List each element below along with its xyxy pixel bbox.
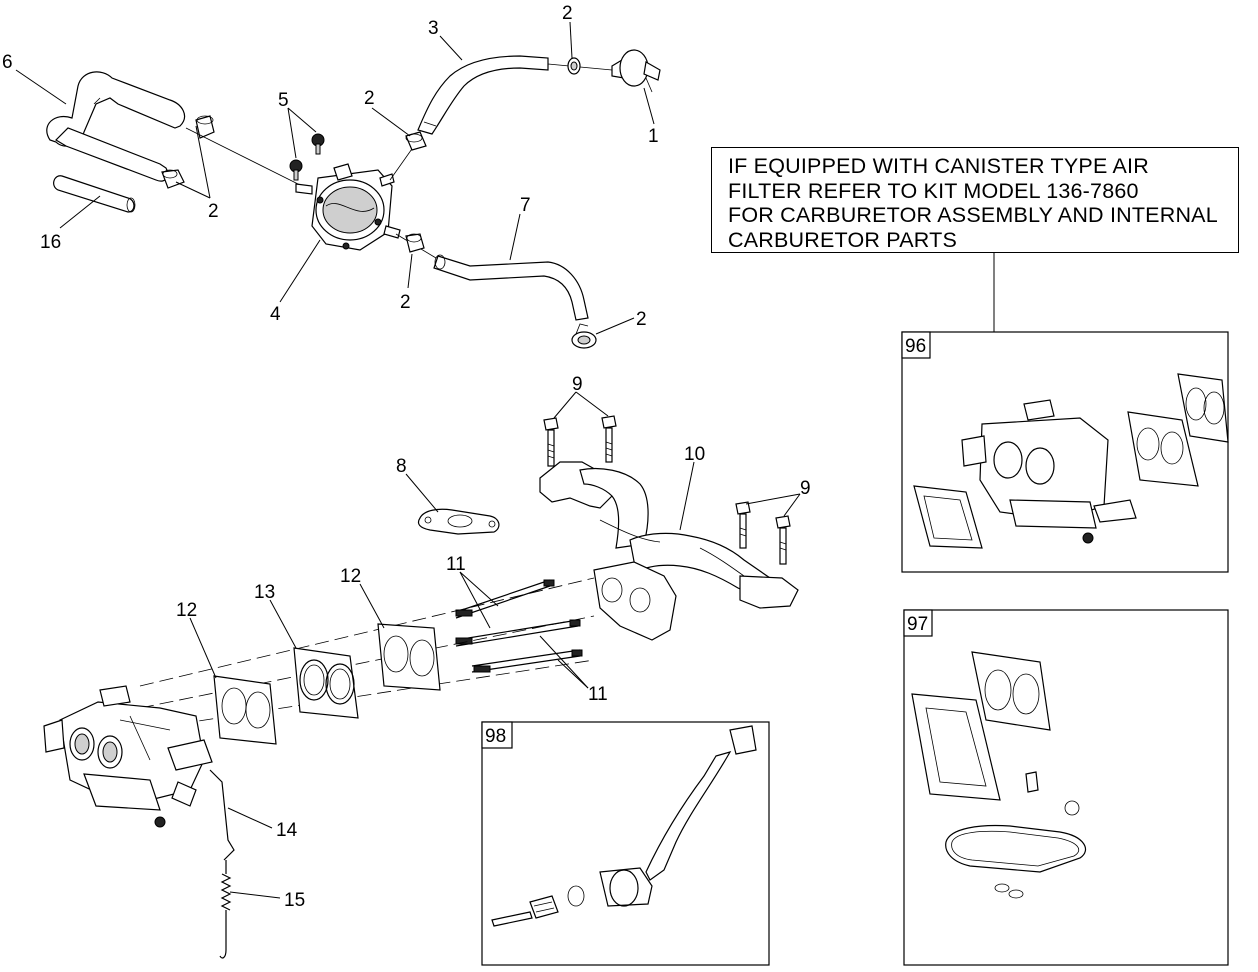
fuel-line-to-pump bbox=[185, 127, 301, 186]
callout-11-upper: 11 bbox=[446, 554, 466, 575]
callout-9-upper: 9 bbox=[572, 374, 583, 395]
gasket-12-right bbox=[377, 623, 441, 691]
note-line-1: IF EQUIPPED WITH CANISTER TYPE AIR bbox=[728, 154, 1149, 178]
fuel-hose-6 bbox=[46, 71, 185, 182]
spring-15 bbox=[219, 860, 232, 959]
bolts-9-lower bbox=[735, 501, 791, 565]
callout-16: 16 bbox=[40, 232, 61, 253]
callout-2-upper: 2 bbox=[364, 88, 375, 109]
callout-6: 6 bbox=[2, 52, 13, 73]
hose-clamp-lower-right bbox=[571, 323, 597, 349]
studs-11 bbox=[455, 579, 583, 673]
callout-7: 7 bbox=[520, 195, 531, 216]
alignment-line-2 bbox=[139, 615, 595, 709]
fuel-line-pump-up bbox=[389, 145, 415, 181]
note-line-4: CARBURETOR PARTS bbox=[728, 227, 957, 252]
spacer-13 bbox=[293, 647, 359, 719]
callout-11-lower: 11 bbox=[588, 684, 608, 705]
link-rod-14 bbox=[209, 769, 235, 861]
kit-96-contents bbox=[913, 373, 1229, 549]
kit-reference-note: IF EQUIPPED WITH CANISTER TYPE AIR FILTE… bbox=[711, 147, 1239, 253]
callout-12-right: 12 bbox=[340, 566, 361, 587]
leader-lines bbox=[15, 21, 801, 899]
kit-96-number: 96 bbox=[905, 336, 926, 357]
kit-98-number: 98 bbox=[485, 726, 506, 747]
carburetor-main bbox=[43, 685, 213, 828]
callout-1: 1 bbox=[648, 126, 659, 147]
note-line-3: FOR CARBURETOR ASSEMBLY AND INTERNAL bbox=[728, 203, 1218, 227]
hose-clamp-lower-left bbox=[161, 169, 185, 189]
screws-5 bbox=[289, 133, 325, 181]
callout-numbers: 1 2 2 2 2 2 3 4 5 6 7 8 9 9 10 11 11 12 … bbox=[2, 3, 811, 911]
callout-15: 15 bbox=[284, 890, 305, 911]
alignment-line-3 bbox=[139, 659, 595, 731]
kit-98-number-box bbox=[481, 721, 513, 749]
fuel-hose-7 bbox=[433, 254, 589, 321]
kit-98-contents bbox=[491, 725, 757, 927]
callout-9-lower: 9 bbox=[800, 478, 811, 499]
callout-5: 5 bbox=[278, 90, 289, 111]
gasket-8 bbox=[417, 508, 500, 535]
callout-2-lower: 2 bbox=[400, 292, 411, 313]
kit-97-contents bbox=[911, 651, 1086, 899]
callout-2-left: 2 bbox=[208, 201, 219, 222]
callout-8: 8 bbox=[396, 456, 407, 477]
intake-manifold-10 bbox=[539, 461, 799, 641]
fuel-hose-3 bbox=[417, 55, 549, 135]
kit-97-number-box bbox=[903, 609, 933, 637]
callout-13: 13 bbox=[254, 582, 275, 603]
callout-12-left: 12 bbox=[176, 600, 197, 621]
callout-10: 10 bbox=[684, 444, 705, 465]
note-line-2: FILTER REFER TO KIT MODEL 136-7860 bbox=[728, 178, 1139, 203]
callout-2-right: 2 bbox=[636, 309, 647, 330]
alignment-line-1 bbox=[139, 577, 595, 687]
hose-clamp-top bbox=[567, 57, 581, 75]
gasket-12-left bbox=[213, 675, 277, 745]
callout-14: 14 bbox=[276, 820, 298, 841]
fuel-hose-16 bbox=[53, 175, 136, 213]
callout-3: 3 bbox=[428, 18, 439, 39]
kit-96-number-box bbox=[901, 331, 931, 359]
callout-2-top: 2 bbox=[562, 3, 573, 24]
callout-4: 4 bbox=[270, 304, 281, 325]
hose-clamp-upper-left bbox=[195, 115, 215, 139]
bolts-9-upper bbox=[543, 415, 617, 467]
hose-clamp-upper-middle bbox=[405, 131, 427, 151]
fuel-pump-4 bbox=[295, 163, 401, 251]
hose-clamp-lower-middle bbox=[405, 233, 425, 253]
fuel-filter-1 bbox=[611, 49, 661, 93]
kit-97-number: 97 bbox=[907, 614, 928, 635]
